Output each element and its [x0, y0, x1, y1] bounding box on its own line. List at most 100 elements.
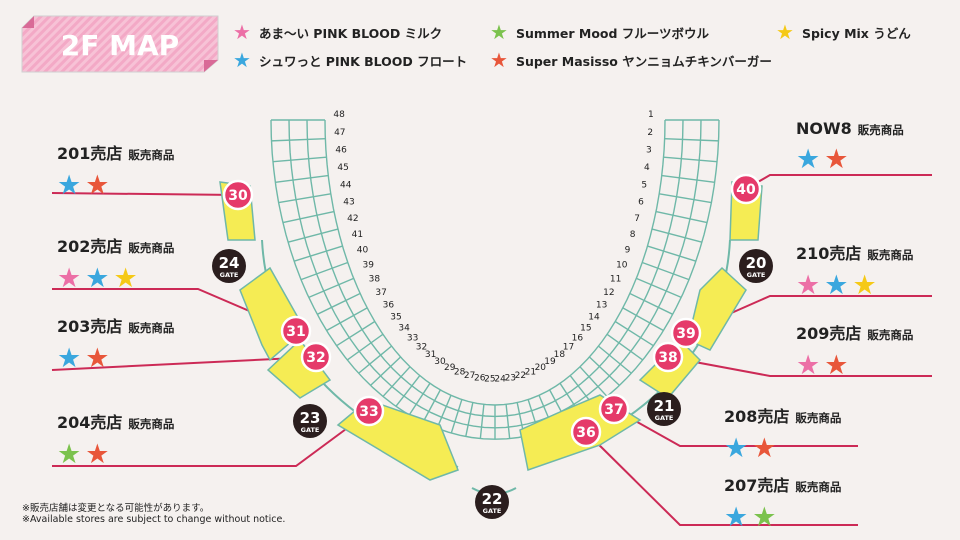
section-label: 25: [484, 375, 495, 385]
section-label: 1: [648, 110, 654, 120]
shop-name: 209売店販売商品: [796, 320, 913, 344]
section-divider: [569, 375, 595, 407]
pink-star-icon: ★: [233, 20, 251, 44]
blue-star-icon: ★: [824, 270, 853, 301]
section-divider: [370, 356, 402, 386]
section-divider: [516, 402, 525, 437]
section-label: 36: [383, 301, 395, 311]
booth-marker-33: 33: [353, 395, 385, 427]
section-label: 44: [340, 180, 352, 190]
section-label: 7: [634, 214, 640, 224]
section-divider: [326, 307, 368, 332]
section-divider: [465, 402, 474, 437]
blue-star-icon: ★: [724, 502, 753, 533]
booth-number: 31: [286, 324, 305, 340]
booth-number: 38: [658, 350, 677, 366]
orange-star-icon: ★: [85, 439, 114, 470]
legend-item-pink: ★あま〜い PINK BLOOD ミルク: [233, 22, 442, 42]
booth-marker-38: 38: [652, 341, 684, 373]
section-divider: [336, 320, 376, 347]
stand-row: [324, 119, 666, 406]
booth-number: 40: [736, 182, 756, 198]
section-divider: [282, 210, 335, 224]
shop-title: NOW8: [796, 119, 852, 138]
section-label: 42: [347, 214, 358, 224]
shop-stars: ★★: [796, 352, 913, 379]
gate-label: GATE: [747, 271, 766, 279]
section-divider: [316, 292, 361, 315]
green-star-icon: ★: [752, 502, 781, 533]
shop-202: 202売店販売商品 ★★★: [57, 233, 174, 292]
section-label: 38: [369, 275, 381, 285]
section-label: 27: [464, 371, 475, 381]
section-divider: [664, 137, 719, 142]
shop-210: 210売店販売商品 ★★★: [796, 240, 913, 299]
section-divider: [655, 210, 708, 224]
pink-star-icon: ★: [796, 350, 825, 381]
section-divider: [622, 307, 664, 332]
section-divider: [559, 382, 582, 416]
note-en: ※Available stores are subject to change …: [22, 514, 286, 525]
section-label: 20: [535, 363, 547, 373]
section-label: 17: [563, 342, 574, 352]
gate-number: 24: [219, 254, 240, 272]
shop-name: 201売店販売商品: [57, 140, 174, 164]
section-divider: [527, 399, 540, 434]
section-label: 48: [333, 110, 345, 120]
orange-star-icon: ★: [824, 144, 853, 175]
section-label: 32: [416, 342, 427, 352]
gate-label: GATE: [301, 426, 320, 434]
section-label: 6: [638, 197, 644, 207]
booth-number: 39: [676, 326, 695, 342]
section-divider: [641, 261, 690, 281]
shop-title: 210売店: [796, 244, 862, 263]
gate-number: 20: [746, 254, 767, 272]
orange-star-icon: ★: [85, 170, 114, 201]
booth-marker-36: 36: [570, 416, 602, 448]
section-label: 28: [454, 368, 466, 378]
section-label: 21: [525, 368, 536, 378]
section-label: 34: [398, 323, 410, 333]
section-label: 47: [334, 128, 345, 138]
section-divider: [606, 333, 644, 361]
shop-stars: ★★: [724, 435, 841, 462]
shop-204: 204売店販売商品 ★★: [57, 409, 174, 468]
section-label: 35: [390, 313, 401, 323]
section-label: 41: [352, 230, 363, 240]
section-label: 31: [425, 350, 436, 360]
section-label: 2: [647, 128, 653, 138]
blue-star-icon: ★: [85, 263, 114, 294]
section-divider: [588, 356, 620, 386]
shop-title: 208売店: [724, 407, 790, 426]
booth-marker-37: 37: [598, 393, 630, 425]
section-divider: [278, 193, 331, 204]
yellow-star-icon: ★: [776, 20, 794, 44]
pink-star-icon: ★: [796, 270, 825, 301]
legend-label: Super Masisso ヤンニョムチキンバーガー: [515, 53, 772, 69]
stands: [270, 119, 720, 440]
section-label: 4: [644, 163, 650, 173]
section-label: 24: [494, 375, 506, 385]
legend-label: Spicy Mix うどん: [801, 25, 911, 41]
shop-name: 204売店販売商品: [57, 409, 174, 433]
section-label: 3: [646, 146, 652, 156]
section-label: 43: [343, 197, 354, 207]
shop-subtitle: 販売商品: [867, 328, 914, 342]
orange-star-icon: ★: [85, 343, 114, 374]
section-label: 29: [444, 363, 456, 373]
blue-star-icon: ★: [233, 48, 251, 72]
booth-marker-31: 31: [280, 315, 312, 347]
section-divider: [408, 382, 431, 416]
section-divider: [346, 333, 384, 361]
shop-207: 207売店販売商品 ★★: [724, 472, 841, 531]
section-label: 22: [515, 371, 526, 381]
green-star-icon: ★: [490, 20, 508, 44]
section-divider: [663, 156, 718, 163]
section-label: 45: [337, 163, 348, 173]
booth-marker-30: 30: [222, 179, 254, 211]
booth-marker-40: 40: [730, 173, 762, 205]
shop-stars: ★★: [796, 146, 904, 173]
